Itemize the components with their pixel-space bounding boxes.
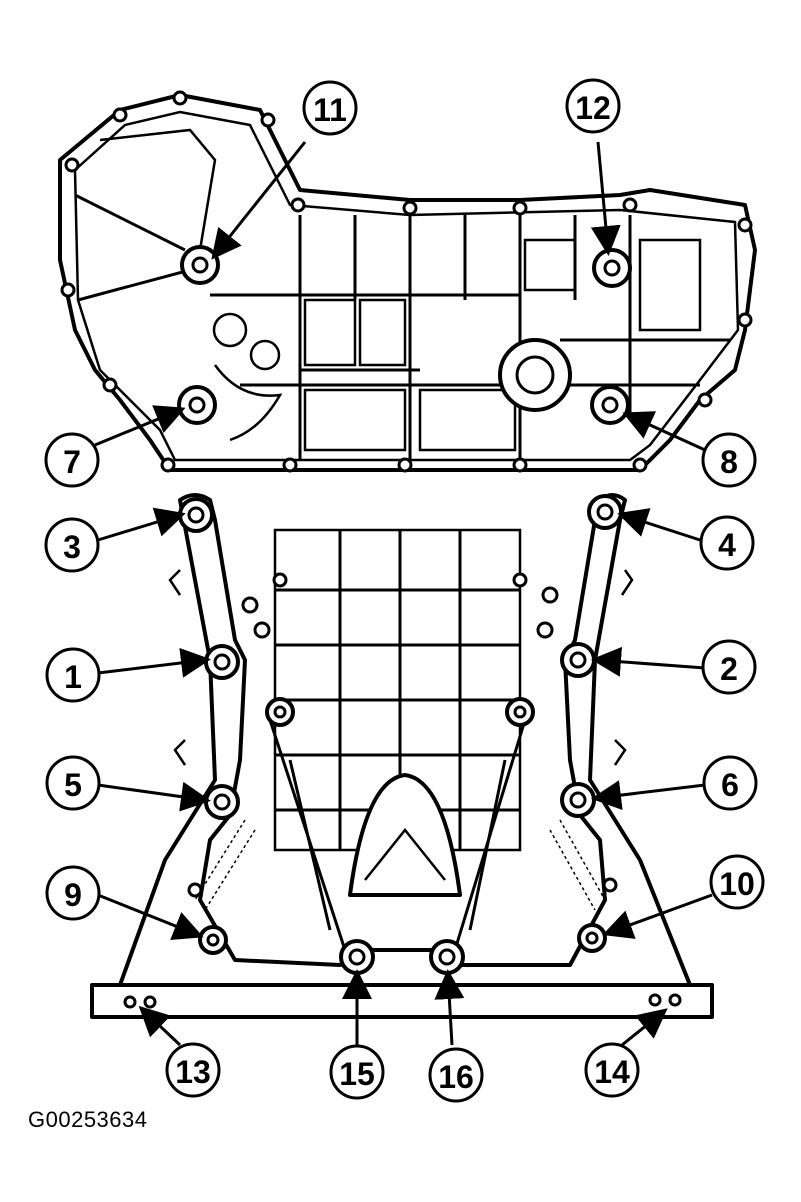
- callout-9: 9: [45, 865, 101, 921]
- callout-14: 14: [584, 1042, 640, 1098]
- lower-oil-pan: [90, 493, 714, 1019]
- callout-2: 2: [701, 639, 757, 695]
- callout-13: 13: [165, 1042, 221, 1098]
- callout-13-label: 13: [175, 1054, 211, 1090]
- callout-8-label: 8: [720, 444, 738, 480]
- callout-7: 7: [44, 432, 100, 488]
- callout-15-label: 15: [339, 1056, 375, 1092]
- callout-3-label: 3: [63, 529, 81, 565]
- callout-4-label: 4: [718, 527, 736, 563]
- callout-5-label: 5: [64, 767, 82, 803]
- figure-id-label: G00253634: [28, 1107, 148, 1132]
- callout-8: 8: [701, 432, 757, 488]
- callout-4: 4: [699, 515, 755, 571]
- callout-11-label: 11: [313, 92, 347, 128]
- callout-10: 10: [709, 854, 765, 910]
- callout-12-label: 12: [575, 90, 611, 126]
- leader-arrows: [94, 141, 713, 1047]
- callout-6-label: 6: [721, 767, 739, 803]
- callout-10-label: 10: [719, 866, 755, 902]
- callout-6: 6: [702, 755, 758, 811]
- callout-5: 5: [45, 755, 101, 811]
- callout-15: 15: [329, 1044, 385, 1100]
- callout-12: 12: [565, 78, 621, 134]
- callout-2-label: 2: [720, 651, 738, 687]
- callout-9-label: 9: [64, 877, 82, 913]
- callout-3: 3: [44, 517, 100, 573]
- callout-16-label: 16: [438, 1059, 474, 1095]
- upper-oil-pan: [58, 90, 757, 473]
- callout-7-label: 7: [63, 444, 81, 480]
- callout-14-label: 14: [594, 1054, 630, 1090]
- callout-1-label: 1: [64, 659, 82, 695]
- callout-11: 11: [302, 80, 358, 136]
- callout-1: 1: [45, 647, 101, 703]
- callouts: 1 2 3 4 5 6 7 8 9 10 11 12 13 14 15 16: [44, 78, 765, 1103]
- callout-16: 16: [428, 1047, 484, 1103]
